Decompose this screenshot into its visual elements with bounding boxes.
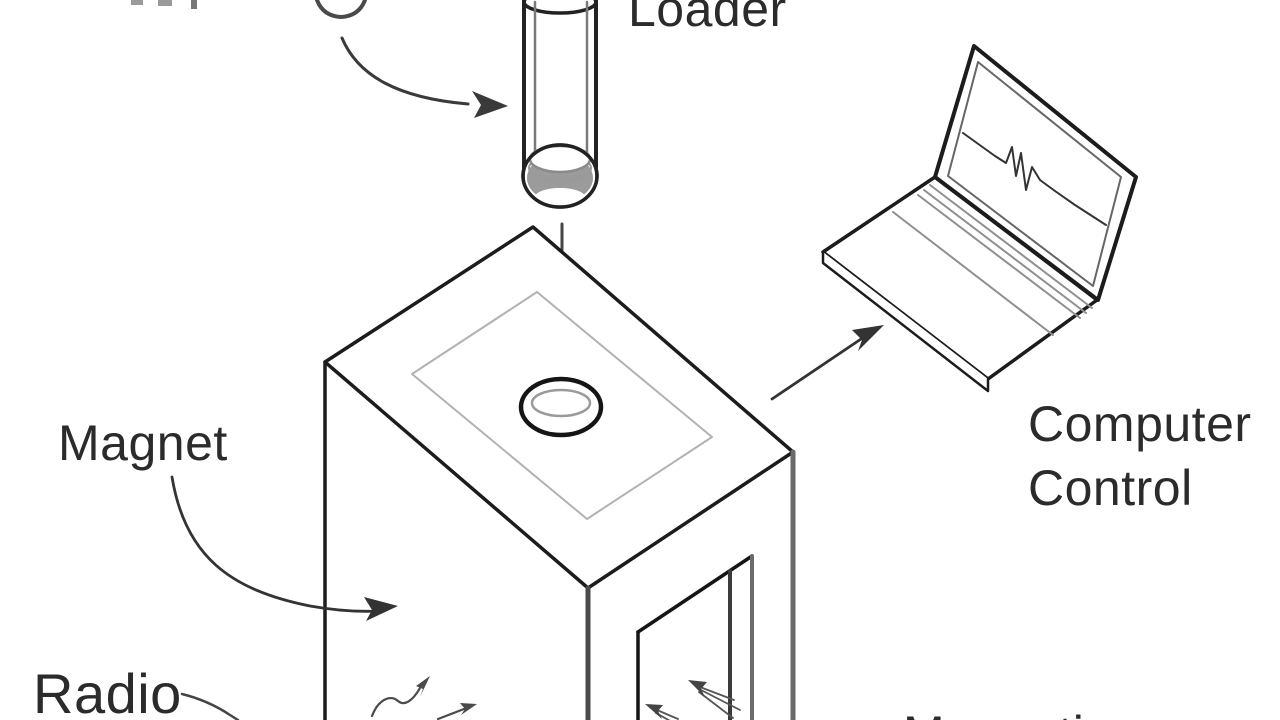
sample-tube	[521, 0, 599, 209]
bore-inner-wall	[530, 388, 592, 418]
magnet-pointer-arrow	[170, 475, 398, 621]
label-magnetic-clipped: Magnetic	[903, 705, 1110, 720]
label-loader: Loader	[628, 0, 787, 37]
label-magnet: Magnet	[58, 415, 228, 471]
laptop	[821, 44, 1138, 393]
magnet-top-face	[323, 225, 795, 590]
loader-curved-arrow	[340, 36, 508, 118]
magnet-top-inset	[411, 291, 713, 520]
bore-hole	[518, 376, 604, 438]
radio-pointer-line	[180, 692, 240, 720]
side-window	[636, 554, 754, 720]
field-arrows	[645, 680, 741, 720]
computer-arrow	[770, 325, 884, 401]
clipped-top-text-marks	[131, 0, 367, 19]
laptop-hinge-lines	[892, 184, 1093, 336]
label-computer-line1: Computer	[1028, 396, 1252, 452]
laptop-screen	[947, 61, 1122, 287]
label-radio: Radio	[33, 662, 182, 720]
rf-wave-arrows	[370, 676, 477, 720]
magnet-box	[323, 225, 796, 720]
label-computer-line2: Control	[1028, 460, 1193, 516]
spectrum-trace	[962, 132, 1107, 226]
laptop-base-edge	[821, 250, 990, 393]
